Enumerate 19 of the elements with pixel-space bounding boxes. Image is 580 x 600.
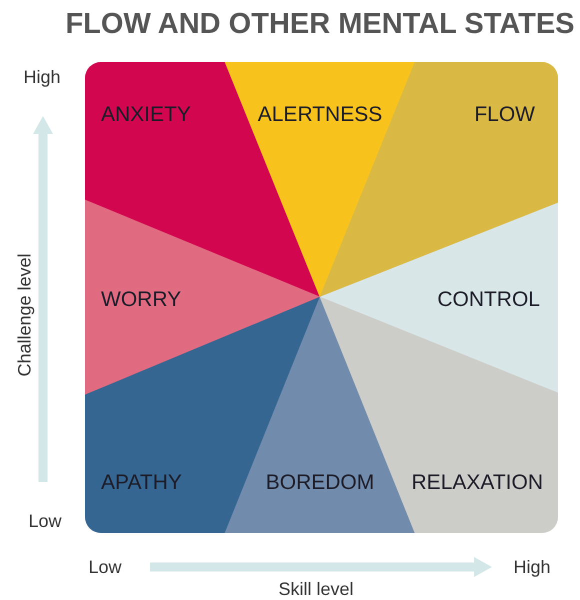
axis-tick-label: Low: [28, 510, 62, 532]
state-label: FLOW: [474, 103, 535, 127]
wedge-segment: [225, 62, 415, 297]
axis-tick-label: Low: [88, 556, 122, 578]
axis-title: Skill level: [278, 578, 354, 600]
state-label: APATHY: [101, 471, 182, 495]
state-label: WORRY: [101, 288, 182, 312]
state-label: BOREDOM: [266, 471, 374, 495]
wedge-segment: [85, 200, 320, 395]
wedge-segment: [225, 297, 415, 533]
diagram-title: FLOW AND OTHER MENTAL STATES: [65, 8, 575, 40]
axis-tick-label: High: [513, 556, 551, 578]
state-label: ALERTNESS: [258, 103, 382, 127]
state-label: CONTROL: [437, 288, 540, 312]
state-label: RELAXATION: [412, 471, 543, 495]
wedge-segment: [320, 203, 558, 393]
state-label: ANXIETY: [101, 103, 191, 127]
axis-title: Challenge level: [14, 253, 36, 377]
axis-tick-label: High: [23, 66, 61, 88]
